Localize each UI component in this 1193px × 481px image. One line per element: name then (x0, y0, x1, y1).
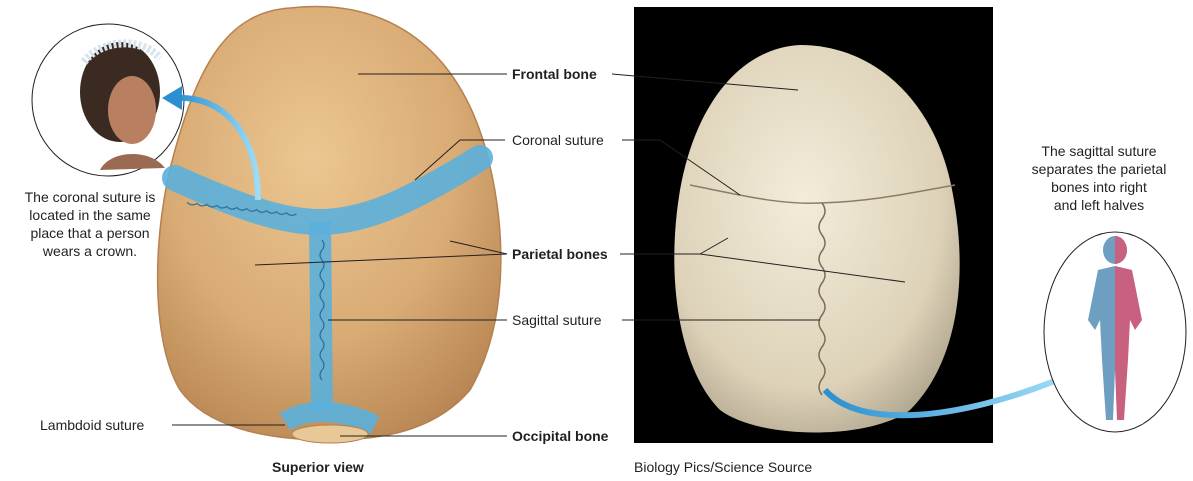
label-lambdoid-suture: Lambdoid suture (40, 416, 144, 434)
sagittal-callout-line: and left halves (1014, 196, 1184, 214)
illustrated-skull (158, 7, 501, 443)
label-sagittal-suture: Sagittal suture (512, 311, 602, 329)
coronal-callout-line: place that a person (0, 224, 180, 242)
label-occipital-bone: Occipital bone (512, 427, 608, 445)
crown-portrait (32, 24, 184, 176)
coronal-callout: The coronal suture is located in the sam… (0, 188, 180, 260)
label-parietal-bones: Parietal bones (512, 245, 608, 263)
skull-photo (634, 7, 993, 443)
coronal-callout-line: The coronal suture is (0, 188, 180, 206)
caption-photo-credit: Biology Pics/Science Source (634, 458, 812, 476)
body-figure (1044, 232, 1186, 432)
label-frontal-bone: Frontal bone (512, 65, 597, 83)
coronal-callout-line: located in the same (0, 206, 180, 224)
sagittal-callout-line: bones into right (1014, 178, 1184, 196)
caption-superior-view: Superior view (272, 458, 364, 476)
label-coronal-suture: Coronal suture (512, 131, 604, 149)
sagittal-callout-line: separates the parietal (1014, 160, 1184, 178)
coronal-callout-line: wears a crown. (0, 242, 180, 260)
sagittal-callout-line: The sagittal suture (1014, 142, 1184, 160)
sagittal-callout: The sagittal suture separates the pariet… (1014, 142, 1184, 214)
